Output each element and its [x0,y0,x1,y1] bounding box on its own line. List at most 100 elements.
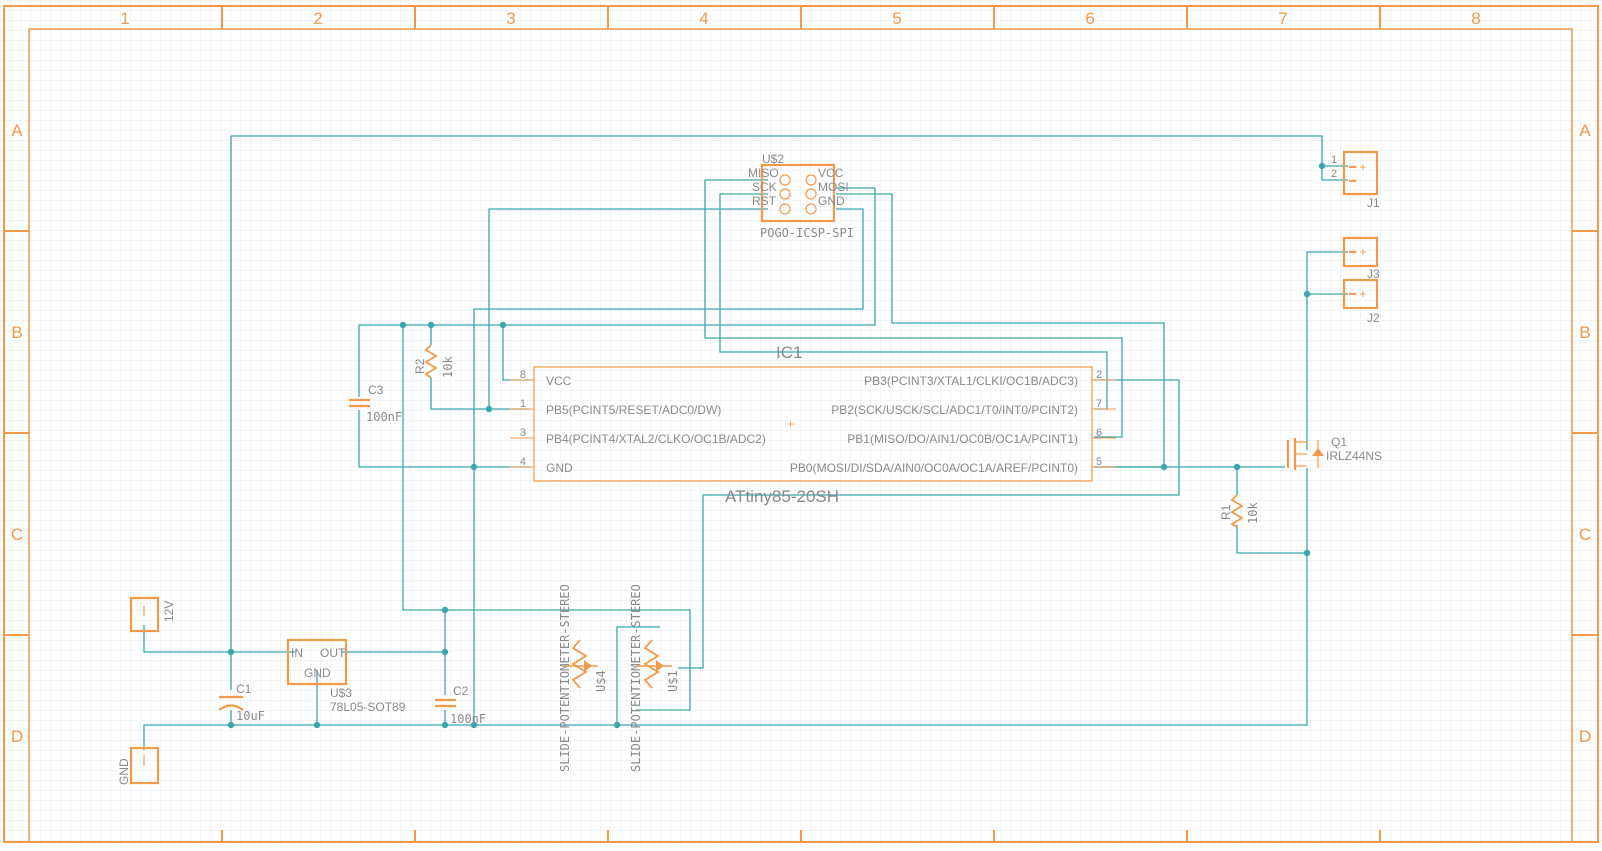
wire-miso[interactable] [704,179,1123,438]
u4-slide-potentiometer[interactable]: SLIDE-POTENTIOMETER-STEREO U$4 [558,584,608,772]
u1-value: SLIDE-POTENTIOMETER-STEREO [629,584,643,772]
c3-name: C3 [368,383,384,397]
wire-vcc-rail[interactable] [358,187,876,397]
j1-pin-number: 2 [1331,168,1337,180]
r1-name: R1 [1219,504,1233,520]
column-label: 6 [1085,9,1094,28]
row-label: B [11,323,22,342]
ic1-pin-label: GND [546,461,573,475]
wire-reset[interactable] [430,378,530,410]
wires[interactable] [143,135,1348,750]
row-label: B [1579,323,1590,342]
u2-pin-label: VCC [818,166,844,180]
column-label: 5 [892,9,901,28]
supply-gnd-connector[interactable]: GND [117,746,160,785]
u3-gnd-label: GND [304,666,331,680]
r2-name: R2 [413,358,427,374]
u4-value: SLIDE-POTENTIOMETER-STEREO [558,584,572,772]
svg-text:━ +: ━ + [1348,245,1367,259]
u3-regulator[interactable]: IN OUT GND U$3 78L05-SOT89 [286,638,406,714]
column-label: 2 [313,9,322,28]
wire-12v-in[interactable] [143,625,295,653]
wire-drain-j3[interactable] [1306,251,1348,294]
ic1-pin-number: 8 [520,369,526,381]
u1-slide-potentiometer[interactable]: SLIDE-POTENTIOMETER-STEREO U$1 [629,584,680,772]
ic1-pin-label: PB0(MOSI/DI/SDA/AIN0/OC0A/OC1A/AREF/PCIN… [790,461,1078,475]
wire-12v-rail[interactable] [230,135,1348,652]
wire-gnd-rail[interactable] [143,553,1308,750]
wire-rst-pogo[interactable] [488,208,768,409]
u3-value: 78L05-SOT89 [330,700,406,714]
junction-dot [613,721,621,729]
column-label: 3 [506,9,515,28]
junction-dot [399,321,407,329]
j3-connector[interactable]: ━ + J3 [1342,236,1380,281]
junction-dot [227,721,235,729]
q1-name: Q1 [1331,435,1347,449]
u2-pin-label: MISO [748,166,779,180]
r1-resistor[interactable]: R1 10k [1219,494,1260,528]
ic1-pin-number: 7 [1096,398,1102,410]
supply-12v-connector[interactable]: 12V [129,596,176,633]
wire-pot-gnd[interactable] [616,626,660,725]
r2-resistor[interactable]: R2 10k [413,344,455,379]
wire-r1-gnd[interactable] [1236,525,1307,554]
j1-connector[interactable]: ━ + ━ 1 2 J1 [1331,150,1380,210]
ic1-pin-label: PB1(MISO/DO/AIN1/OC0B/OC1A/PCINT1) [847,432,1078,446]
column-label: 8 [1471,9,1480,28]
c2-capacitor[interactable]: C2 100nF [435,684,486,726]
c1-name: C1 [236,682,252,696]
row-labels: A B C D A B C D [11,121,1591,746]
row-label: A [11,121,23,140]
row-label: D [11,727,23,746]
wire-pot-wiper[interactable] [678,379,1180,669]
j1-pin-number: 1 [1331,154,1337,166]
column-label: 1 [120,9,129,28]
ic1-pin-number: 5 [1096,456,1102,468]
c1-capacitor[interactable]: C1 10uF [218,682,265,723]
row-label: C [1579,525,1591,544]
c1-value: 10uF [236,709,265,723]
junction-dot [441,606,449,614]
c3-capacitor[interactable]: C3 100nF [349,383,402,424]
ic1-pin-label: PB2(SCK/USCK/SCL/ADC1/T0/INT0/PCINT2) [831,403,1078,417]
wire-gnd-pogo[interactable] [473,208,864,467]
junctions [227,162,1326,729]
wire-5v-pot[interactable] [402,325,691,711]
u2-name: U$2 [762,152,784,166]
ic1-name: IC1 [776,343,802,362]
junction-dot [1318,162,1326,170]
q1-mosfet[interactable]: Q1 IRLZ44NS [1286,435,1382,470]
supply-12v-label: 12V [162,601,176,622]
junction-dot [485,405,493,413]
svg-text:━: ━ [1348,174,1357,188]
svg-text:━ +: ━ + [1348,160,1367,174]
u3-out-label: OUT [320,646,346,660]
j2-connector[interactable]: ━ + J2 [1342,278,1380,325]
junction-dot [499,321,507,329]
row-label: D [1579,727,1591,746]
u2-pogo-icsp[interactable]: U$2 POGO-ICSP-SPI MISO SCK RST VCC MOSI … [748,152,854,240]
u2-value: POGO-ICSP-SPI [760,226,854,240]
supply-gnd-label: GND [117,758,131,785]
c2-name: C2 [453,684,469,698]
ic1-pin-number: 6 [1096,427,1102,439]
wire-j1-pin2[interactable] [1321,166,1348,181]
u2-pin-label: GND [818,194,845,208]
u4-name: U$4 [594,670,608,692]
u2-pin-label: RST [752,194,777,208]
ic1-attiny85[interactable]: IC1 ATtiny85-20SH VCC PB5(PCINT5/RESET/A… [510,343,1116,506]
r1-value: 10k [1246,502,1260,524]
u2-pin-label: MOSI [818,180,849,194]
ic1-pin-label: PB4(PCINT4/XTAL2/CLKO/OC1B/ADC2) [546,432,766,446]
ic1-pin-number: 1 [520,398,526,410]
drawing-frame [3,5,1599,843]
row-label: C [11,525,23,544]
svg-text:━ +: ━ + [1348,287,1367,301]
row-label: A [1579,121,1591,140]
column-label: 4 [699,9,708,28]
column-labels: 1 2 3 4 5 6 7 8 [120,9,1480,28]
